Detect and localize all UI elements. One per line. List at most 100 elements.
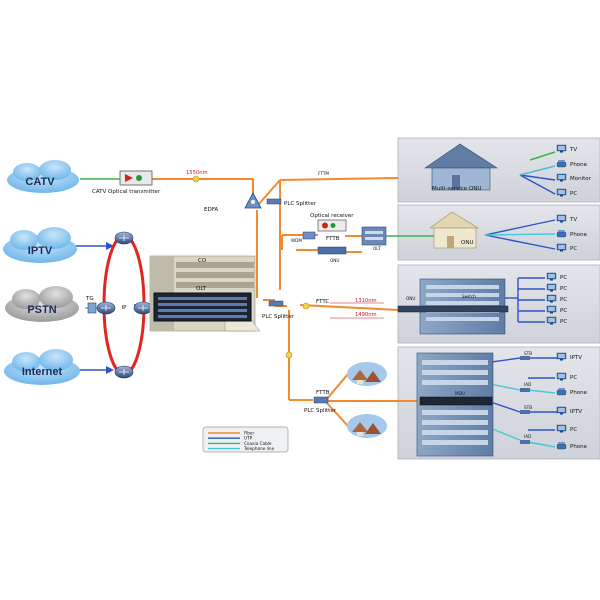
village-bottom-icon xyxy=(347,414,387,438)
router-icon-top xyxy=(114,231,134,245)
tv-icon xyxy=(556,406,567,415)
co-label: CO xyxy=(198,258,207,264)
panel2-device-1: Phone xyxy=(556,230,588,238)
pc-icon xyxy=(546,294,557,303)
pc-icon xyxy=(556,372,567,381)
panel3-onu-label: ONU xyxy=(406,296,416,301)
panel4-device-5: Phone xyxy=(556,442,588,450)
plc-splitter-top-label: PLC Splitter xyxy=(284,201,317,207)
fttm-label: FTTM xyxy=(318,171,329,176)
panel-multi-service-onu xyxy=(397,137,600,203)
panel3-device-label: PC xyxy=(560,286,567,292)
panel3-device-4: PC xyxy=(546,316,567,325)
wavelength-1490-label: 1490nm xyxy=(355,312,377,318)
pc-icon xyxy=(546,316,557,325)
legend-label: UTP xyxy=(244,436,253,441)
cloud-pstn-label: PSTN xyxy=(27,304,56,316)
legend-item: Fiber xyxy=(208,431,255,436)
optical-receiver-icon xyxy=(317,219,347,232)
router-icon-right xyxy=(133,301,153,315)
panel4-device-label: IPTV xyxy=(570,355,582,361)
multi-service-onu-label: Multi-service ONU xyxy=(432,186,481,192)
pc-icon xyxy=(546,272,557,281)
cloud-catv: CATV xyxy=(7,160,79,193)
panel3-device-1: PC xyxy=(546,283,567,292)
panel4-device-0: IPTV xyxy=(556,352,582,361)
panel1-device-3: PC xyxy=(556,188,577,197)
router-icon-bottom xyxy=(114,365,134,379)
mdu-label: MDU xyxy=(455,391,465,396)
arrow-internet xyxy=(106,366,114,374)
house-onu-icon xyxy=(429,211,480,249)
stb1-label: STB xyxy=(524,351,532,356)
pc-icon xyxy=(546,305,557,314)
village-top-icon xyxy=(347,362,387,386)
panel4-device-label: PC xyxy=(570,427,577,433)
fiber-connector-icon xyxy=(192,175,200,183)
wdm-label: WDM xyxy=(291,238,302,243)
plc-splitter-lower-icon xyxy=(313,396,329,404)
switch-device-icon xyxy=(397,305,509,313)
legend-label: Telephone line xyxy=(243,446,275,451)
olt-label: OLT xyxy=(196,286,207,292)
catv-optical-transmitter-icon xyxy=(119,170,153,186)
router-icon-left xyxy=(96,301,116,315)
wavelength-1550-label: 1550nm xyxy=(186,170,208,176)
plc-splitter-middle-icon xyxy=(268,300,284,307)
stb-iad-icons xyxy=(520,356,530,444)
phone-icon xyxy=(556,388,567,396)
house-multi-service-icon xyxy=(424,143,499,191)
fttc-connector-icon xyxy=(302,302,310,310)
panel3-device-3: PC xyxy=(546,305,567,314)
cloud-internet-label: Internet xyxy=(22,366,63,378)
panel3-device-label: PC xyxy=(560,308,567,314)
panel1-device-label: TV xyxy=(569,147,577,153)
catv-transmitter-label: CATV Optical transmitter xyxy=(92,189,161,195)
panel4-device-2: Phone xyxy=(556,388,588,396)
ip-ring-label: IP xyxy=(122,305,128,311)
cloud-pstn: PSTN xyxy=(5,286,79,322)
iad2-label: IAD xyxy=(524,434,531,439)
edfa-amplifier-icon xyxy=(244,192,262,209)
mid-fiber-connector-icon xyxy=(285,351,293,359)
arrow-iptv xyxy=(106,242,114,250)
fiber-lines xyxy=(150,177,420,427)
wdm-icon xyxy=(302,231,316,240)
panel3-device-label: PC xyxy=(560,319,567,325)
optical-receiver-label: Optical receiver xyxy=(310,213,354,219)
phone-icon xyxy=(556,230,567,238)
tv-icon xyxy=(556,214,567,223)
onu-house-label: ONU xyxy=(461,240,473,246)
monitor-icon xyxy=(556,173,567,182)
mdu-device-icon xyxy=(419,396,493,406)
panel1-device-0: TV xyxy=(556,144,577,153)
stb2-label: STB xyxy=(524,405,532,410)
plc-splitter-middle-label: PLC Splitter xyxy=(262,314,295,320)
cloud-iptv: IPTV xyxy=(3,227,77,263)
panel2-device-2: PC xyxy=(556,243,577,252)
panel4-device-label: IPTV xyxy=(570,409,582,415)
panel2-device-label: PC xyxy=(570,246,577,252)
panel4-device-4: PC xyxy=(556,424,577,433)
legend-label: Coaxia Cable xyxy=(244,441,272,446)
panel1-device-1: Phone xyxy=(556,160,588,168)
panel1-device-2: Monitor xyxy=(556,173,592,182)
tg-gateway-icon xyxy=(87,302,97,314)
tg-label: TG xyxy=(85,296,94,302)
panel4-device-label: Phone xyxy=(570,444,588,450)
plc-splitter-lower-label: PLC Splitter xyxy=(304,408,337,414)
pc-icon xyxy=(556,188,567,197)
switch-label: Switch xyxy=(462,294,476,299)
fttb-lower-label: FTTB xyxy=(316,390,330,396)
cloud-catv-label: CATV xyxy=(25,176,55,188)
wavelength-1310-label: 1310nm xyxy=(355,298,377,304)
phone-icon xyxy=(556,160,567,168)
panel1-device-label: Monitor xyxy=(570,176,592,182)
olt-right-label: OLT xyxy=(373,246,381,251)
legend-item: UTP xyxy=(208,436,253,441)
